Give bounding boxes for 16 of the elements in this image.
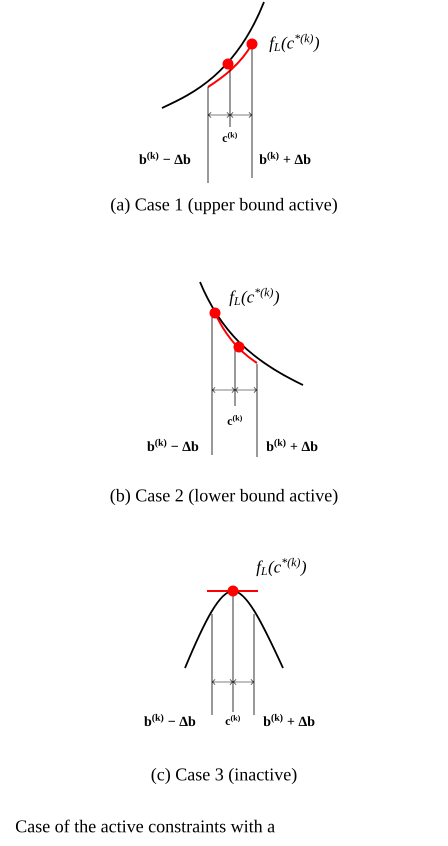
math-label: b$^{(k)}$ + Δb — [266, 438, 318, 452]
math-label: f$_{L}$(c$^{*(k)}$) — [256, 558, 306, 576]
math-label: c$^{(k)}$ — [222, 132, 237, 142]
math-label: b$^{(k)}$ − Δb — [139, 152, 190, 164]
math-label: b$^{(k)}$ − Δb — [144, 714, 196, 726]
math-label: b$^{(k)}$ + Δb — [263, 714, 314, 726]
math-label: c$^{(k)}$ — [226, 715, 240, 726]
math-label: b$^{(k)}$ − Δb — [147, 438, 198, 452]
math-label: c$^{(k)}$ — [228, 415, 242, 426]
figure-caption: Case of the active constraints with a — [16, 820, 275, 832]
panel-caption: (a) Case 1 (upper bound active) — [111, 198, 337, 214]
math-label: b$^{(k)}$ + Δb — [259, 152, 310, 164]
math-label: f$_{L}$(c$^{*(k)}$) — [229, 288, 280, 306]
panel-caption: (b) Case 2 (lower bound active) — [110, 488, 338, 506]
math-label: f$_{L}$(c$^{*(k)}$) — [269, 34, 320, 52]
panel-caption: (c) Case 3 (inactive) — [152, 768, 296, 784]
